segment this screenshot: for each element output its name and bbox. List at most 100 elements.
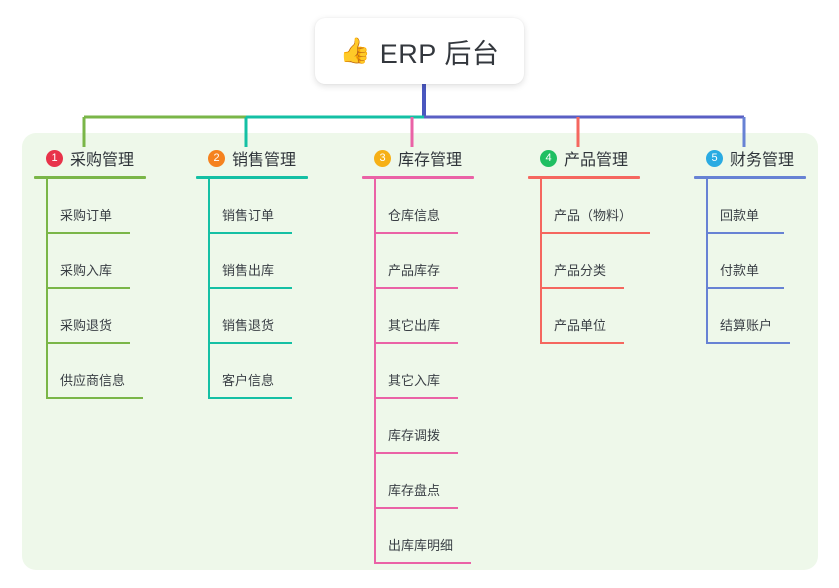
- branch-item-underline: [540, 232, 650, 234]
- branch-item[interactable]: 库存调拨: [362, 399, 474, 454]
- branch-column-1: 1 采购管理采购订单采购入库采购退货供应商信息: [34, 145, 146, 399]
- branch-item-underline: [46, 232, 130, 234]
- branches-background-panel: [22, 133, 818, 570]
- branch-header-5[interactable]: 5 财务管理: [694, 145, 806, 171]
- branch-header-4[interactable]: 4 产品管理: [528, 145, 640, 171]
- branch-item-underline: [374, 287, 458, 289]
- branch-item-underline: [374, 342, 458, 344]
- branch-item-label: 其它出库: [388, 318, 441, 333]
- branch-item[interactable]: 销售退货: [196, 289, 308, 344]
- branch-item-label: 销售订单: [222, 208, 275, 223]
- branch-item-underline: [208, 342, 292, 344]
- branch-item-label: 采购订单: [60, 208, 113, 223]
- branch-item[interactable]: 付款单: [694, 234, 806, 289]
- branch-item[interactable]: 其它出库: [362, 289, 474, 344]
- branch-item-label: 采购退货: [60, 318, 113, 333]
- branch-column-2: 2 销售管理销售订单销售出库销售退货客户信息: [196, 145, 308, 399]
- branch-item-list: 采购订单采购入库采购退货供应商信息: [34, 179, 146, 399]
- branch-title: 库存管理: [398, 152, 463, 169]
- branch-item-underline: [208, 232, 292, 234]
- branch-item[interactable]: 销售出库: [196, 234, 308, 289]
- root-node[interactable]: 👍 ERP 后台: [315, 18, 524, 84]
- branch-underline: [196, 176, 308, 179]
- branch-item-label: 产品分类: [554, 263, 607, 278]
- branch-item-underline: [374, 232, 458, 234]
- branch-item[interactable]: 产品单位: [528, 289, 640, 344]
- branch-item-underline: [706, 232, 784, 234]
- branch-item-label: 销售出库: [222, 263, 275, 278]
- branch-number-badge: 5: [706, 149, 723, 167]
- branch-number-badge: 2: [208, 149, 225, 167]
- branch-column-5: 5 财务管理回款单付款单结算账户: [694, 145, 806, 344]
- branch-number-badge: 1: [46, 149, 63, 167]
- branch-item-label: 销售退货: [222, 318, 275, 333]
- branch-item[interactable]: 回款单: [694, 179, 806, 234]
- branch-item-label: 回款单: [720, 208, 760, 223]
- branch-spine: [208, 179, 210, 399]
- branch-item-label: 采购入库: [60, 263, 113, 278]
- branch-underline: [362, 176, 474, 179]
- branch-item[interactable]: 产品分类: [528, 234, 640, 289]
- branch-header-1[interactable]: 1 采购管理: [34, 145, 146, 171]
- branch-column-4: 4 产品管理产品（物料） 产品分类产品单位: [528, 145, 650, 344]
- branch-title: 财务管理: [730, 152, 795, 169]
- branch-item[interactable]: 采购入库: [34, 234, 146, 289]
- branch-item[interactable]: 采购退货: [34, 289, 146, 344]
- branch-item-underline: [46, 287, 130, 289]
- branch-title: 销售管理: [232, 152, 297, 169]
- branch-item-underline: [46, 342, 130, 344]
- branch-spine: [46, 179, 48, 399]
- branch-item-label: 其它入库: [388, 373, 441, 388]
- branch-item[interactable]: 客户信息: [196, 344, 308, 399]
- branch-item-underline: [706, 287, 784, 289]
- branch-underline: [528, 176, 640, 179]
- branch-item-list: 回款单付款单结算账户: [694, 179, 806, 344]
- branch-spine: [706, 179, 708, 344]
- thumbs-up-icon: 👍: [339, 36, 371, 65]
- branch-item-underline: [46, 397, 143, 399]
- branch-number-badge: 3: [374, 149, 391, 167]
- branch-number-badge: 4: [540, 149, 557, 167]
- branch-item-label: 仓库信息: [388, 208, 441, 223]
- branch-item[interactable]: 出库库明细: [362, 509, 474, 564]
- branch-item-label: 供应商信息: [60, 373, 126, 388]
- branch-item[interactable]: 销售订单: [196, 179, 308, 234]
- branch-item-label: 库存盘点: [388, 483, 441, 498]
- branch-underline: [34, 176, 146, 179]
- branch-item-underline: [208, 287, 292, 289]
- branch-item[interactable]: 供应商信息: [34, 344, 146, 399]
- branch-item-list: 销售订单销售出库销售退货客户信息: [196, 179, 308, 399]
- branch-item-label: 产品库存: [388, 263, 441, 278]
- branch-title: 采购管理: [70, 152, 135, 169]
- branch-item-label: 付款单: [720, 263, 760, 278]
- branch-item[interactable]: 采购订单: [34, 179, 146, 234]
- branch-title: 产品管理: [564, 152, 629, 169]
- root-title: ERP 后台: [379, 38, 500, 69]
- branch-item-underline: [374, 562, 471, 564]
- branch-item[interactable]: 结算账户: [694, 289, 806, 344]
- branch-header-2[interactable]: 2 销售管理: [196, 145, 308, 171]
- branch-item[interactable]: 库存盘点: [362, 454, 474, 509]
- branch-item-label: 出库库明细: [388, 538, 454, 553]
- branch-item[interactable]: 产品库存: [362, 234, 474, 289]
- branch-item-list: 仓库信息产品库存其它出库其它入库库存调拨库存盘点出库库明细: [362, 179, 474, 564]
- branch-item-underline: [706, 342, 790, 344]
- branch-item-label: 客户信息: [222, 373, 275, 388]
- branch-item[interactable]: 其它入库: [362, 344, 474, 399]
- branch-item-label: 产品（物料）: [554, 208, 633, 223]
- branch-item-list: 产品（物料） 产品分类产品单位: [528, 179, 650, 344]
- branch-item[interactable]: 产品（物料）: [528, 179, 650, 234]
- branch-item-underline: [540, 287, 624, 289]
- branch-column-3: 3 库存管理仓库信息产品库存其它出库其它入库库存调拨库存盘点出库库明细: [362, 145, 474, 564]
- branch-item-underline: [374, 507, 458, 509]
- branch-header-3[interactable]: 3 库存管理: [362, 145, 474, 171]
- branch-spine: [374, 179, 376, 564]
- branch-item-label: 库存调拨: [388, 428, 441, 443]
- branch-underline: [694, 176, 806, 179]
- branch-item-underline: [208, 397, 292, 399]
- branch-item[interactable]: 仓库信息: [362, 179, 474, 234]
- branch-item-label: 产品单位: [554, 318, 607, 333]
- branch-item-underline: [374, 397, 458, 399]
- branch-item-label: 结算账户: [720, 318, 773, 333]
